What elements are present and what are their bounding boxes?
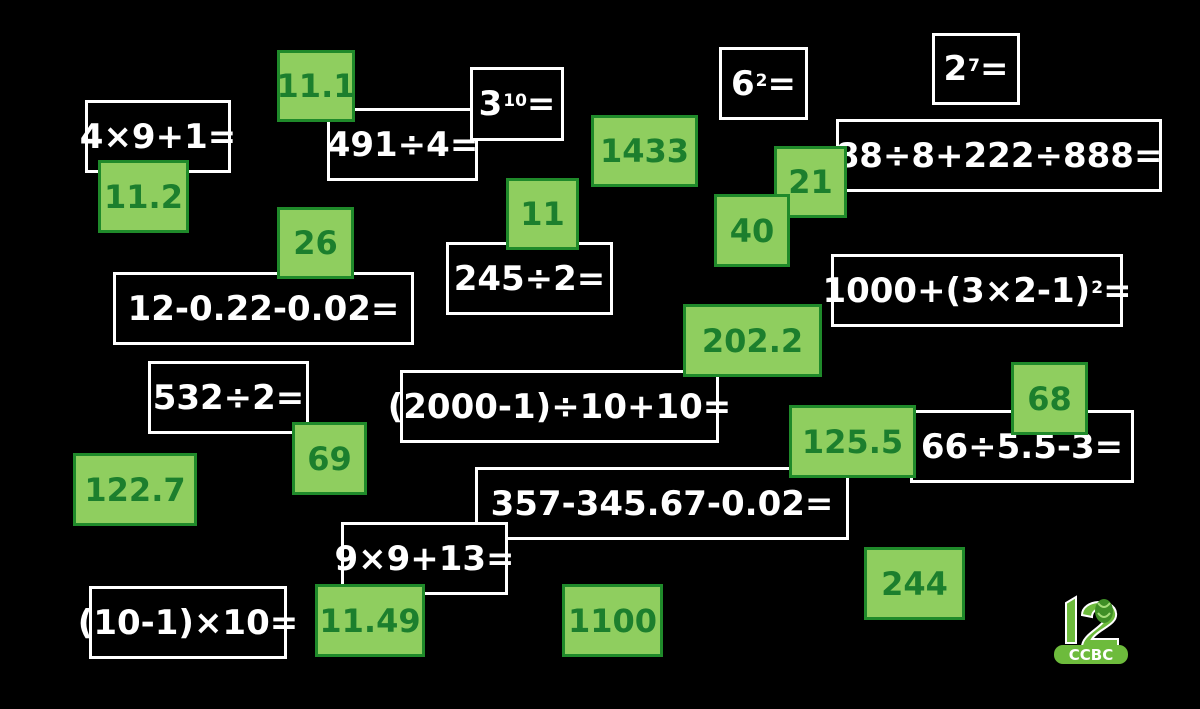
answer-tile[interactable]: 11.49 <box>315 584 425 657</box>
question-card[interactable]: 491÷4= <box>327 108 478 181</box>
answer-tile[interactable]: 202.2 <box>683 304 822 377</box>
question-exponent: 10 <box>503 91 527 112</box>
question-card[interactable]: 9×9+13= <box>334 522 515 595</box>
question-card[interactable]: 1000+(3×2-1)2= <box>822 254 1132 327</box>
question-exponent: 2 <box>1091 277 1104 298</box>
question-equals: = <box>980 49 1009 89</box>
answer-tile[interactable]: 1100 <box>562 584 663 657</box>
answer-tile[interactable]: 122.7 <box>73 453 197 526</box>
answer-tile[interactable]: 11 <box>506 178 579 250</box>
question-base: 6 <box>730 63 755 104</box>
answer-tile[interactable]: 40 <box>714 194 790 267</box>
answer-tile[interactable]: 1433 <box>591 115 698 187</box>
question-equals: = <box>1103 270 1132 311</box>
answer-tile[interactable]: 69 <box>292 422 367 495</box>
answer-tile[interactable]: 125.5 <box>789 405 916 478</box>
question-card[interactable]: (2000-1)÷10+10= <box>388 370 731 443</box>
question-exponent: 2 <box>755 70 768 91</box>
question-base: 3 <box>478 84 503 124</box>
answer-tile[interactable]: 68 <box>1011 362 1088 435</box>
question-card[interactable]: 245÷2= <box>446 242 613 315</box>
question-exponent: 7 <box>968 56 980 77</box>
answer-tile[interactable]: 11.2 <box>98 160 189 233</box>
question-equals: = <box>767 63 797 104</box>
question-card[interactable]: (10-1)×10= <box>78 586 298 659</box>
logo-text: CCBC <box>1069 646 1113 664</box>
question-card[interactable]: 88÷8+222÷888= <box>836 119 1162 192</box>
answer-tile[interactable]: 244 <box>864 547 965 620</box>
answer-tile[interactable]: 11.1 <box>277 50 355 122</box>
question-card[interactable]: 12-0.22-0.02= <box>113 272 414 345</box>
question-equals: = <box>526 84 556 124</box>
question-card[interactable]: 532÷2= <box>148 361 309 434</box>
question-base: 1000+(3×2-1) <box>822 270 1091 311</box>
answer-tile[interactable]: 26 <box>277 207 354 279</box>
leaf-twelve-logo-icon: CCBC <box>1054 595 1128 664</box>
question-base: 2 <box>943 49 968 89</box>
question-card[interactable]: 357-345.67-0.02= <box>475 467 849 540</box>
